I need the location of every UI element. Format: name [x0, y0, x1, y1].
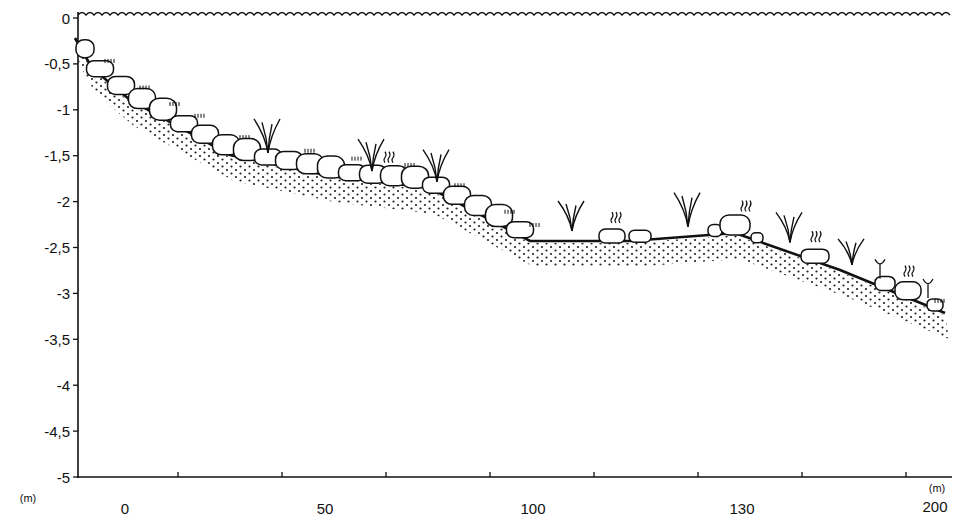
unit-label: (m): [929, 483, 946, 494]
depth-tick-label: -0,5: [44, 56, 70, 71]
depth-tick-label: -5: [57, 470, 70, 485]
axis-ticks: [73, 18, 906, 477]
vegetation: [105, 59, 944, 303]
unit-label: (m): [20, 493, 37, 504]
rocks: [76, 40, 943, 311]
depth-tick-label: -1: [57, 102, 70, 117]
water-surface: [78, 13, 950, 16]
bottom-line: [75, 38, 945, 313]
depth-tick-label: 0: [62, 11, 70, 26]
depth-tick-label: -2: [57, 194, 70, 209]
distance-tick-label: 100: [520, 501, 545, 516]
depth-tick-label: -1,5: [44, 148, 70, 163]
axes: [77, 12, 952, 478]
distance-tick-label: 200: [922, 499, 947, 514]
sediment-layer: [75, 40, 949, 339]
depth-tick-label: -4: [57, 378, 70, 393]
distance-tick-label: 50: [317, 501, 334, 516]
depth-tick-label: -2,5: [44, 240, 70, 255]
depth-tick-label: -4,5: [44, 424, 70, 439]
depth-tick-label: -3: [57, 286, 70, 301]
distance-tick-label: 0: [121, 501, 129, 516]
distance-tick-label: 130: [729, 501, 754, 516]
depth-tick-label: -3,5: [44, 332, 70, 347]
